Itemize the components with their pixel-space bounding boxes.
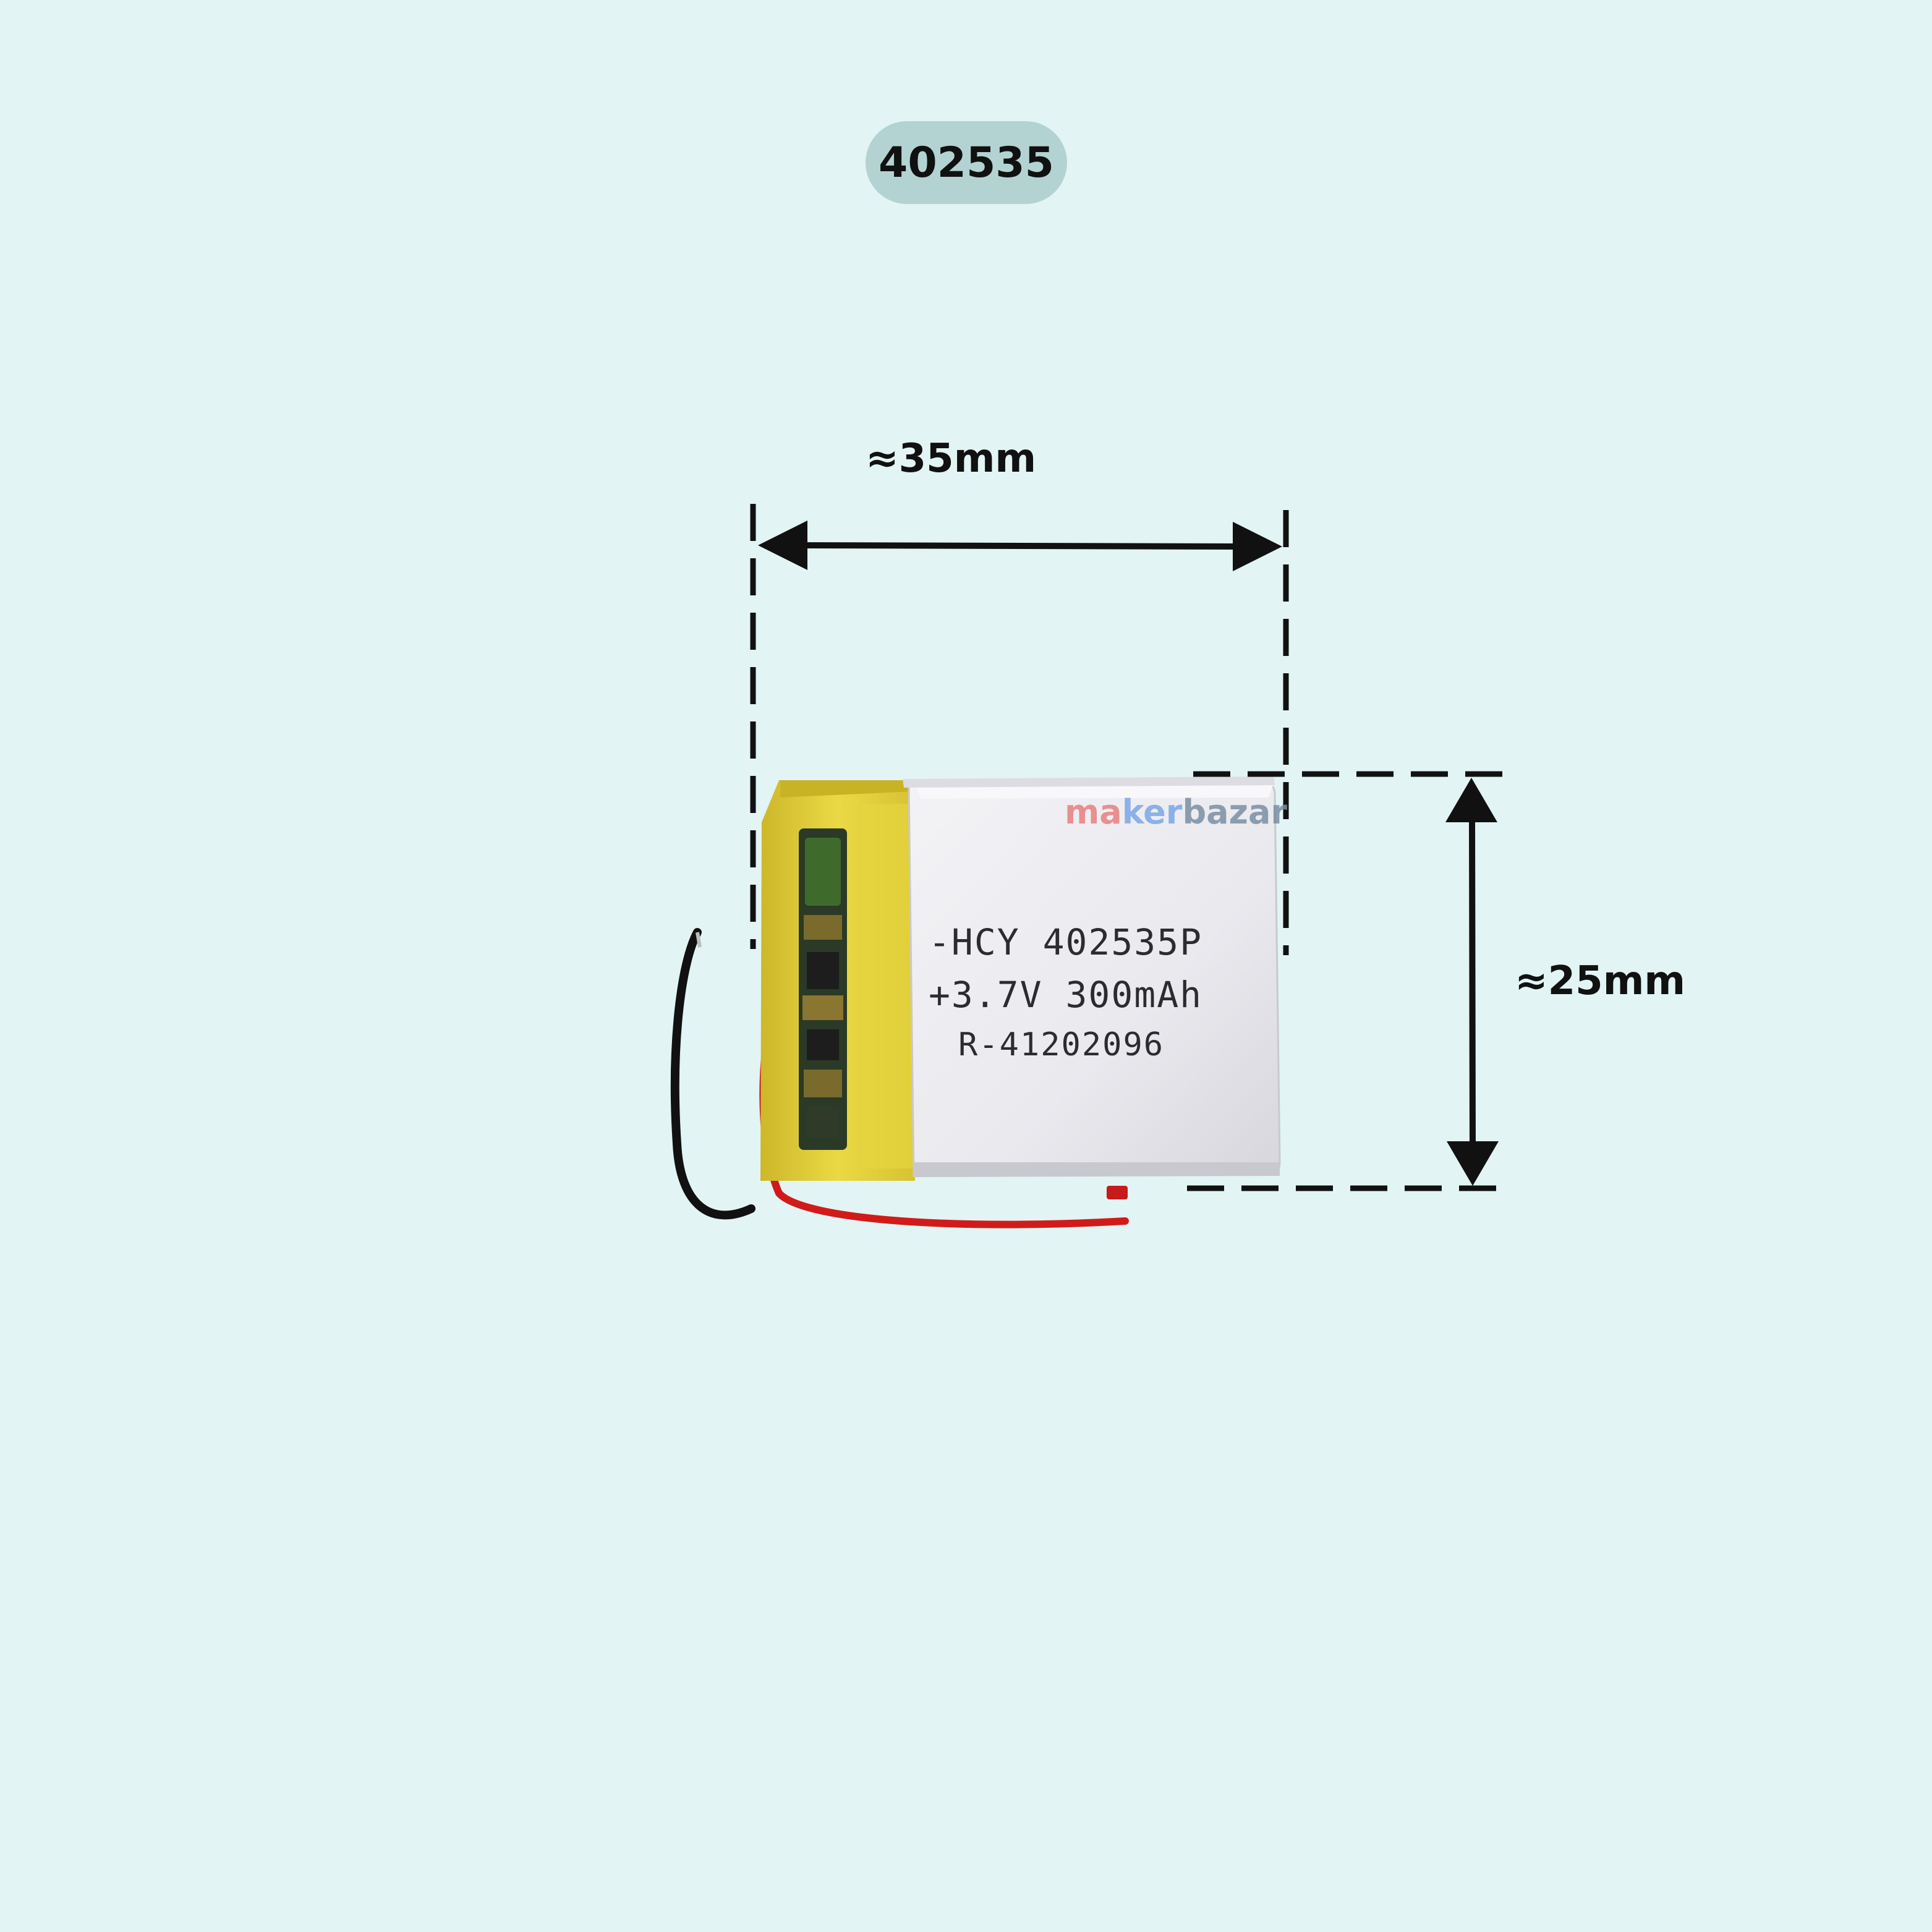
protection-pcb bbox=[799, 828, 847, 1150]
watermark-logo: makerbazar bbox=[1065, 793, 1288, 832]
battery-print-model: -HCY 402535P bbox=[929, 921, 1203, 963]
battery-print-rating: +3.7V 300mAh bbox=[929, 974, 1203, 1016]
height-dimension bbox=[1187, 771, 1509, 1191]
height-dimension-label: ≈25mm bbox=[1515, 958, 1686, 1004]
red-wire-end bbox=[1107, 1186, 1128, 1199]
model-badge-text: 402535 bbox=[879, 138, 1054, 187]
battery-print-serial: R-41202096 bbox=[958, 1026, 1165, 1063]
black-wire bbox=[670, 928, 755, 1220]
model-badge: 402535 bbox=[866, 121, 1067, 204]
width-dimension-label: ≈35mm bbox=[866, 436, 1037, 482]
width-dimension bbox=[750, 504, 1289, 955]
wire-tip bbox=[696, 932, 702, 948]
